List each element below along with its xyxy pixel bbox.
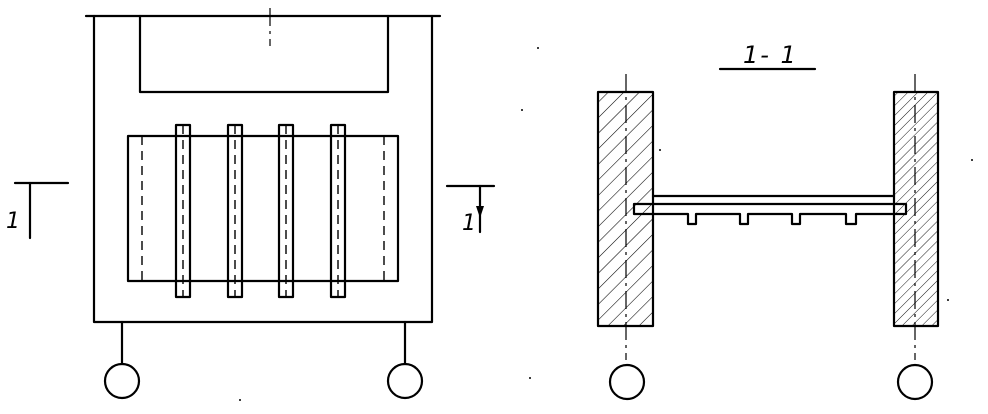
cut-mark-left-label: 1 [6,209,20,234]
section-view: 1- 1 [596,41,940,401]
plan-rib-3 [277,123,295,299]
plan-panel [126,134,400,283]
section-title: 1- 1 [743,41,798,69]
plan-upper-opening [138,14,390,94]
plan-outer-frame [92,14,434,324]
cut-mark-right-label: 1 [462,211,476,236]
plan-rib-2 [226,123,244,299]
plan-ribs [174,123,347,299]
section-wall-right [892,74,940,360]
plan-grid-bubble-left [103,362,141,400]
section-grid-bubble-left [608,363,646,401]
plan-view: 1 1 [6,8,496,400]
plan-grid-bubble-right [386,362,424,400]
section-cut-mark-left: 1 [6,181,70,240]
section-cut-mark-right: 1 [445,184,496,236]
paper-specks [239,47,973,401]
section-slab [632,194,908,226]
plan-rib-1 [174,123,192,299]
plan-rib-4 [329,123,347,299]
section-wall-left [596,74,655,360]
section-grid-bubble-right [896,363,934,401]
